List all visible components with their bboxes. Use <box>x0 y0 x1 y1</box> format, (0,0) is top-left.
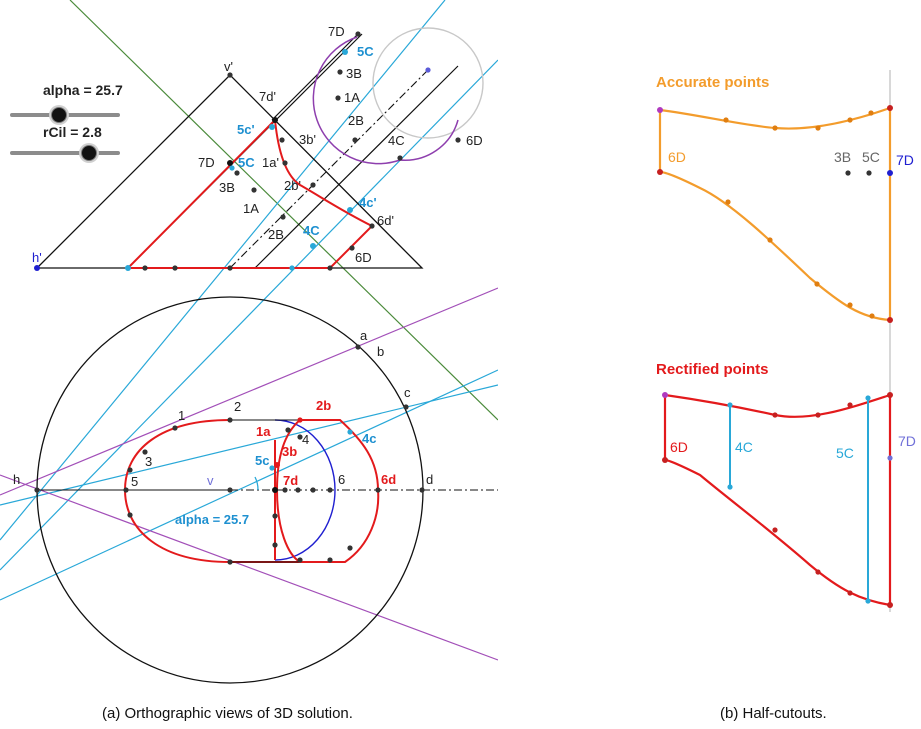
label-5C-lower: 5C <box>238 155 255 170</box>
cyan-line-4 <box>0 384 498 506</box>
cyan-line-3 <box>0 369 498 601</box>
rectified-cutout <box>662 392 893 608</box>
label-1a-prime: 1a' <box>262 155 279 170</box>
label-6D-lower: 6D <box>355 250 372 265</box>
label-v-prime: v' <box>224 59 233 74</box>
cyan-line-1 <box>0 0 446 541</box>
rectified-title: Rectified points <box>656 361 769 378</box>
alpha-slider-label: alpha = 25.7 <box>43 82 123 98</box>
label-5c: 5c <box>255 453 269 468</box>
label-6d: 6d <box>381 472 396 487</box>
plan-view-points <box>34 344 425 565</box>
cone-elevation-triangle <box>35 74 424 269</box>
alpha-slider[interactable] <box>10 107 120 123</box>
rectified-label-7D: 7D <box>898 433 916 449</box>
rcil-slider[interactable] <box>10 145 120 161</box>
label-1: 1 <box>178 408 185 423</box>
intersection-curve-top <box>125 117 374 269</box>
label-3B-lower: 3B <box>219 180 235 195</box>
label-3B-upper: 3B <box>346 66 362 81</box>
label-v: v <box>207 473 214 488</box>
label-3: 3 <box>145 454 152 469</box>
label-2B-lower: 2B <box>268 227 284 242</box>
rectified-label-6D: 6D <box>670 439 688 455</box>
top-view-points <box>34 31 461 271</box>
label-2b: 2b <box>316 398 331 413</box>
intersection-curve-plan <box>123 419 380 563</box>
alpha-slider-knob[interactable] <box>51 107 67 123</box>
caption-b: (b) Half-cutouts. <box>720 705 827 722</box>
label-1A-upper: 1A <box>344 90 360 105</box>
label-6d-prime: 6d' <box>377 213 394 228</box>
label-2b-prime: 2b' <box>284 178 301 193</box>
rcil-slider-track[interactable] <box>10 151 120 155</box>
label-7d-prime: 7d' <box>259 89 276 104</box>
elevation-diagonal-right <box>254 65 459 269</box>
label-5c-prime: 5c' <box>237 122 255 137</box>
accurate-label-7D: 7D <box>896 152 914 168</box>
label-1A-lower: 1A <box>243 201 259 216</box>
rectified-label-4C: 4C <box>735 439 753 455</box>
label-7d: 7d <box>283 473 298 488</box>
accurate-title: Accurate points <box>656 74 769 91</box>
label-d: d <box>426 472 433 487</box>
elevation-diagonal-upper <box>271 33 359 121</box>
label-alpha-angle: alpha = 25.7 <box>175 512 249 527</box>
green-line <box>69 0 498 421</box>
label-2B-upper: 2B <box>348 113 364 128</box>
rectified-label-5C: 5C <box>836 445 854 461</box>
label-c: c <box>404 385 411 400</box>
label-b: b <box>377 344 384 359</box>
purple-line-1 <box>0 287 498 496</box>
label-4: 4 <box>302 432 309 447</box>
label-6: 6 <box>338 472 345 487</box>
purple-line-2 <box>0 474 498 661</box>
cylinder-plan-blue <box>274 419 336 561</box>
label-2: 2 <box>234 399 241 414</box>
rcil-slider-label: rCil = 2.8 <box>43 124 102 140</box>
label-3b: 3b <box>282 444 297 459</box>
label-6D-upper: 6D <box>466 133 483 148</box>
label-1a: 1a <box>256 424 271 439</box>
rcil-slider-knob[interactable] <box>81 145 97 161</box>
auxiliary-circle <box>372 27 484 139</box>
accurate-label-3B: 3B <box>834 149 851 165</box>
label-4C-lower: 4C <box>303 223 320 238</box>
axis-dashdot-top <box>229 69 429 269</box>
label-4c-prime: 4c' <box>359 195 377 210</box>
label-7D-upper: 7D <box>328 24 345 39</box>
angle-arc <box>254 476 259 491</box>
label-h: h <box>13 472 20 487</box>
accurate-label-5C: 5C <box>862 149 880 165</box>
label-7D-lower: 7D <box>198 155 215 170</box>
label-3b-prime: 3b' <box>299 132 316 147</box>
label-a: a <box>360 328 368 343</box>
caption-a: (a) Orthographic views of 3D solution. <box>102 705 353 722</box>
label-4C-upper: 4C <box>388 133 405 148</box>
label-5C-upper: 5C <box>357 44 374 59</box>
label-4c: 4c <box>362 431 376 446</box>
cylinder-arc-purple <box>312 36 459 165</box>
accurate-label-6D: 6D <box>668 149 686 165</box>
accurate-cutout <box>657 105 893 323</box>
label-5: 5 <box>131 474 138 489</box>
label-h-prime: h' <box>32 250 42 265</box>
